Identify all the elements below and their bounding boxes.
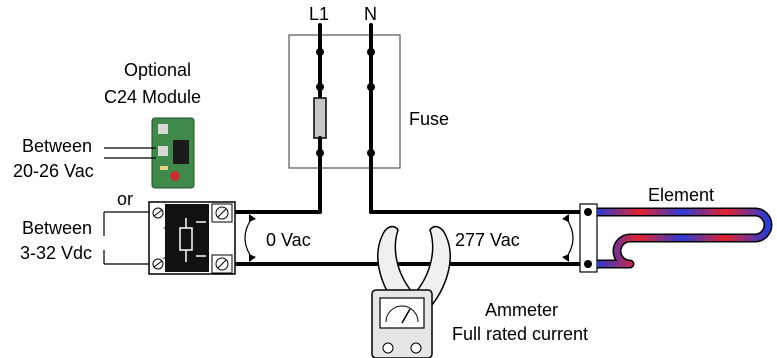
- element-label: Element: [648, 185, 714, 205]
- solid-state-relay: [148, 201, 236, 275]
- l1-label: L1: [309, 4, 329, 24]
- optional-label: Optional: [124, 60, 191, 80]
- element-terminal-block: [579, 203, 598, 273]
- n-terminal-1: [367, 48, 375, 56]
- l1-terminal-2: [316, 83, 324, 91]
- fuse-panel: [288, 34, 401, 169]
- v277-arrow-top: [562, 214, 569, 222]
- dc-range-label: 3-32 Vdc: [20, 243, 92, 263]
- between-dc-label: Between: [22, 218, 92, 238]
- zero-vac-arrow-bottom: [249, 254, 256, 262]
- element-terminal-top: [584, 208, 592, 216]
- l1-terminal-3: [316, 149, 324, 157]
- clamp-ammeter-icon: [371, 225, 451, 358]
- plus-sign: +: [162, 251, 169, 265]
- v277-arc: [565, 217, 574, 259]
- fuse-element: [313, 97, 327, 139]
- element-terminal-bottom: [584, 260, 592, 268]
- ammeter-label: Ammeter: [485, 300, 558, 320]
- ac-range-label: 20-26 Vac: [13, 161, 94, 181]
- v277-label: 277 Vac: [455, 230, 520, 250]
- heating-element: [597, 207, 773, 269]
- zero-vac-label: 0 Vac: [266, 230, 311, 250]
- between-ac-label: Between: [22, 136, 92, 156]
- fuse-label: Fuse: [409, 109, 449, 129]
- or-label: or: [117, 189, 133, 209]
- full-current-label: Full rated current: [452, 324, 588, 344]
- v277-arrow-bottom: [562, 254, 569, 262]
- n-terminal-2: [367, 83, 375, 91]
- zero-vac-arc: [244, 217, 253, 259]
- n-label: N: [364, 4, 377, 24]
- zero-vac-arrow-top: [249, 214, 256, 222]
- c24-module-icon: [151, 117, 195, 189]
- module-label: C24 Module: [104, 87, 201, 107]
- l1-terminal-1: [316, 48, 324, 56]
- minus-sign: -: [163, 220, 167, 234]
- n-terminal-3: [367, 149, 375, 157]
